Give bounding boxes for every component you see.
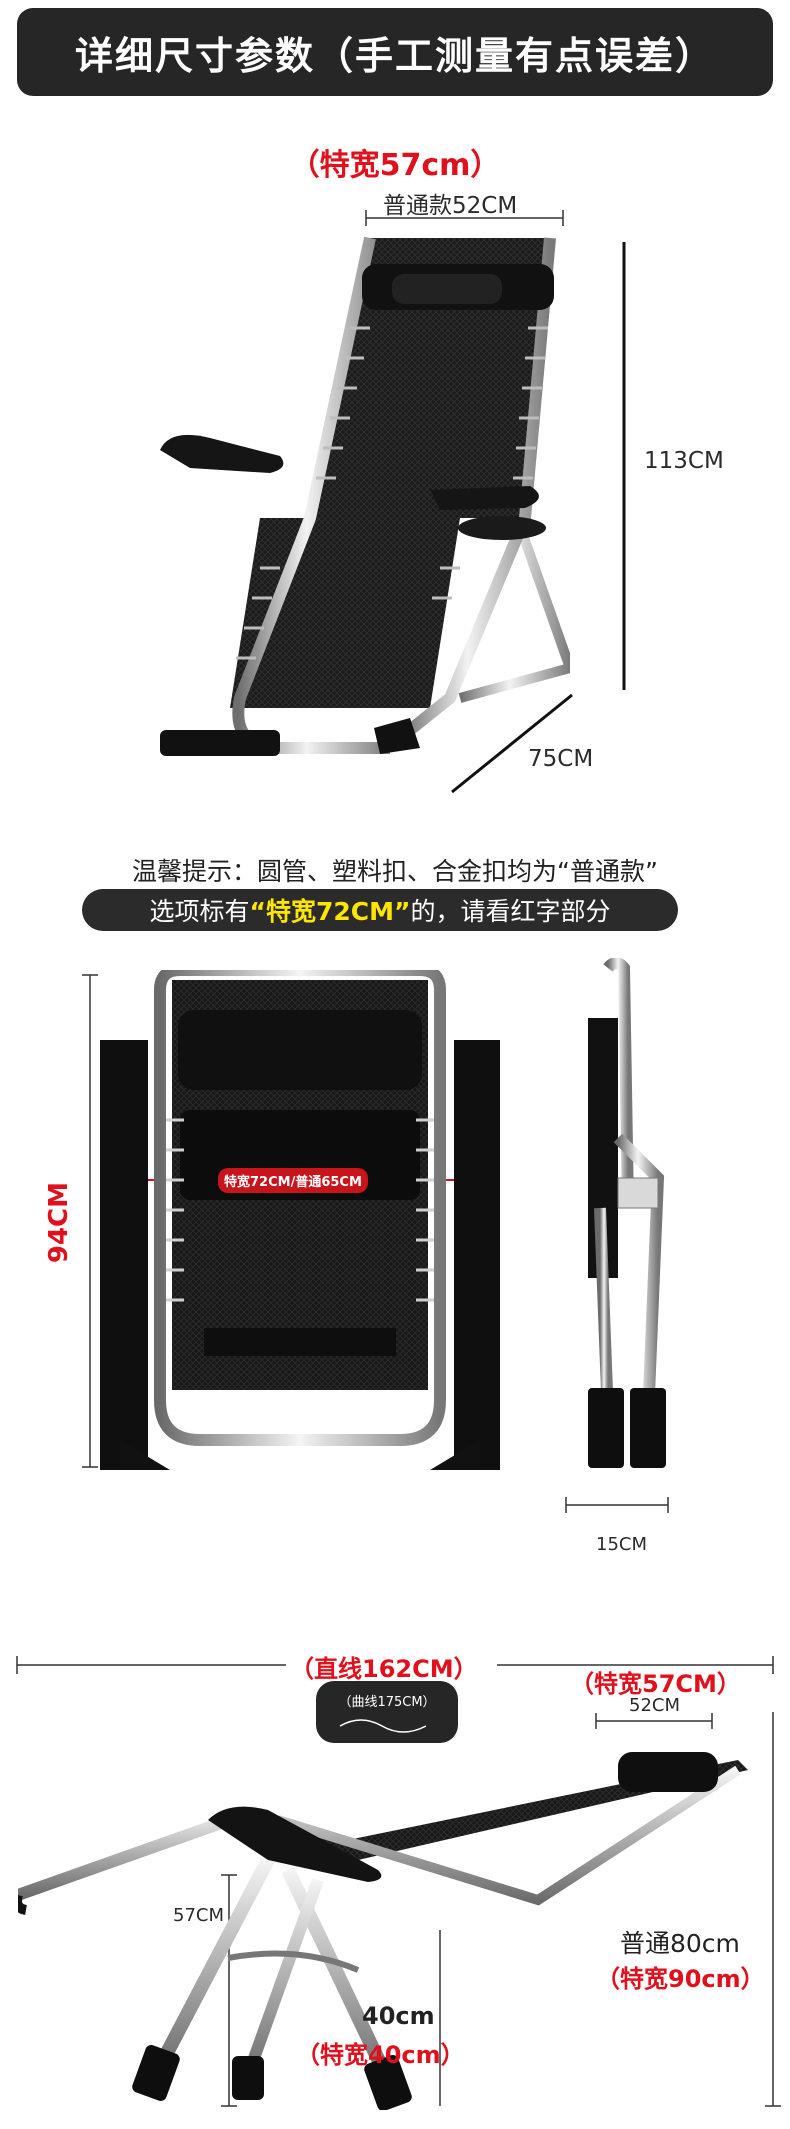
page-title: 详细尺寸参数（手工测量有点误差） bbox=[17, 8, 773, 96]
armrest-wide-label: （特宽90cm） bbox=[596, 1965, 765, 1993]
front-width-label: 特宽72CM/普通65CM bbox=[218, 1168, 368, 1193]
chair-upright-image bbox=[160, 236, 570, 756]
leg-span-wide-label: （特宽40cm） bbox=[296, 2041, 465, 2069]
leg-span-label: 40cm bbox=[362, 2002, 435, 2030]
height-label: 113CM bbox=[644, 448, 724, 474]
wave-icon bbox=[339, 1719, 427, 1733]
notice-highlight: “特宽72CM” bbox=[249, 897, 411, 926]
wide-headrest-label: （特宽57CM） bbox=[570, 1670, 741, 1698]
notice-pill: 选项标有 “特宽72CM” 的，请看红字部分 bbox=[82, 889, 678, 931]
headrest-width-label: 52CM bbox=[629, 1695, 681, 1716]
straight-length-label: （直线162CM） bbox=[290, 1655, 478, 1683]
depth-label: 75CM bbox=[528, 746, 594, 772]
notice-post: 的，请看红字部分 bbox=[410, 897, 611, 926]
seat-height-label: 57CM bbox=[173, 1905, 225, 1926]
chair-front-image bbox=[100, 970, 500, 1470]
front-height-label: 94CM bbox=[44, 1182, 74, 1264]
chair-reclined-image bbox=[18, 1752, 748, 2110]
armrest-normal-label: 普通80cm bbox=[620, 1929, 740, 1958]
folded-thickness-label: 15CM bbox=[596, 1534, 648, 1555]
section1-dimension-lines bbox=[365, 210, 626, 794]
curve-length-badge: （曲线175CM） bbox=[316, 1681, 458, 1743]
notice-line1: 温馨提示：圆管、塑料扣、合金扣均为“普通款” bbox=[132, 857, 658, 886]
section3-dimension-lines bbox=[16, 1656, 781, 2107]
notice-pre: 选项标有 bbox=[149, 897, 250, 926]
normal-width-label: 普通款52CM bbox=[383, 193, 518, 219]
curve-length-label: （曲线175CM） bbox=[338, 1695, 436, 1710]
chair-folded-image bbox=[588, 958, 666, 1468]
wide-width-label: （特宽57cm） bbox=[289, 148, 501, 183]
